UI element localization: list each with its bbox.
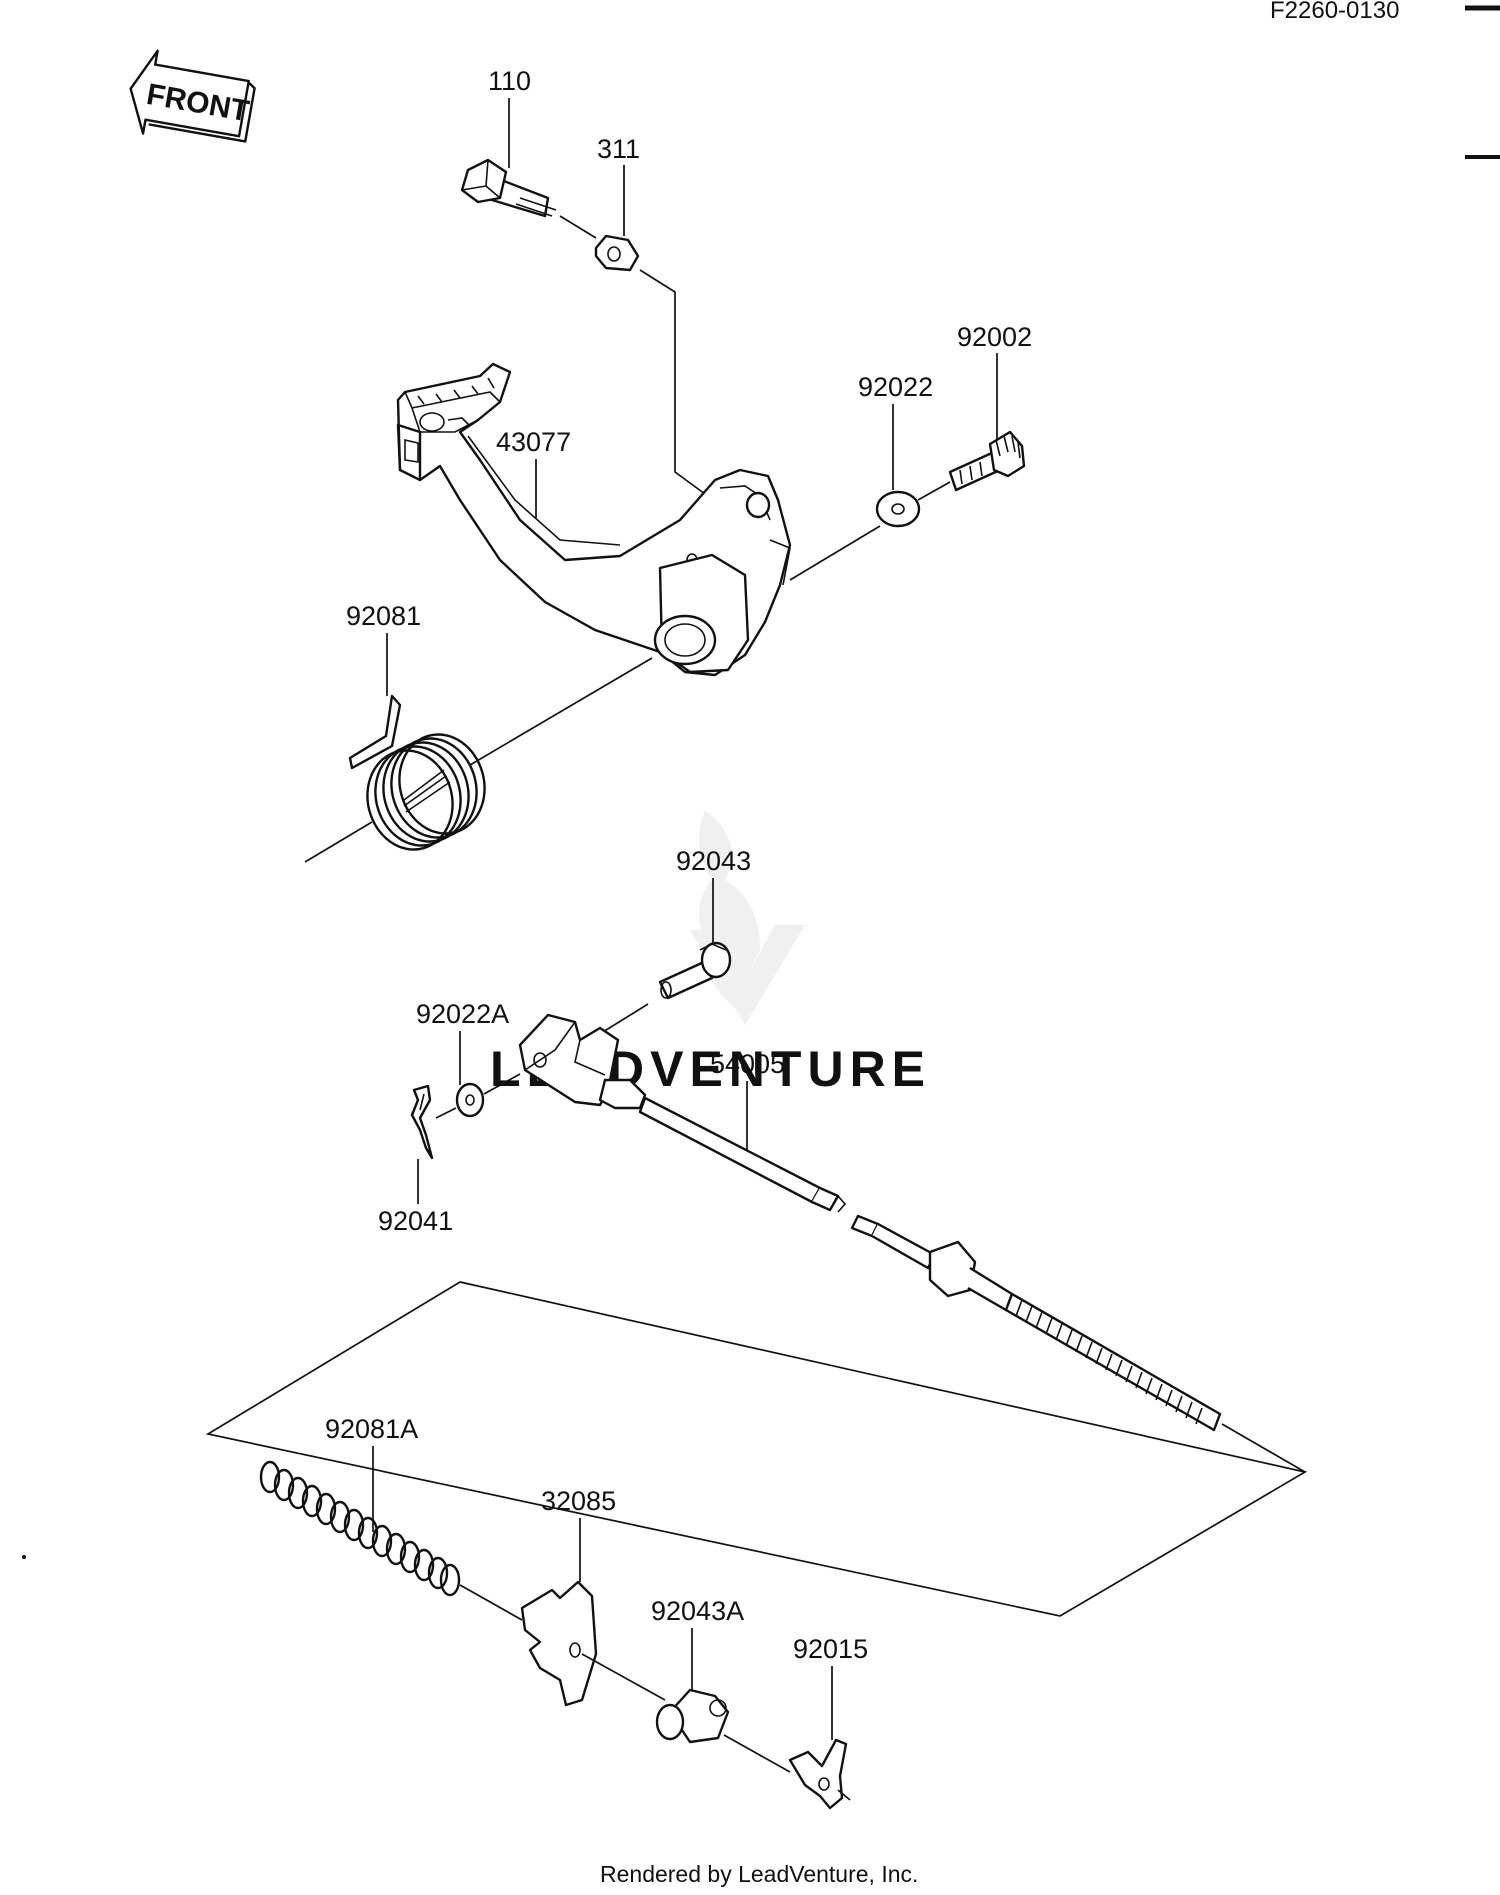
- clevis: [518, 1013, 647, 1110]
- washer-92022a: [455, 1082, 485, 1118]
- pedal-axis-right: [917, 481, 951, 501]
- brake-pedal-43077: [396, 362, 792, 677]
- wing-nut-axis: [837, 1789, 851, 1801]
- label-311: 311: [597, 134, 640, 164]
- label-54005: 54005: [710, 1049, 785, 1079]
- label-92041: 92041: [378, 1206, 453, 1236]
- label-92043a: 92043A: [651, 1596, 744, 1626]
- leader-clip-axis: [435, 1107, 457, 1119]
- label-110: 110: [488, 66, 531, 96]
- leader-nut-to-pedal: [639, 269, 706, 495]
- cotter-clip-92041: [410, 1084, 434, 1160]
- label-92081: 92081: [346, 601, 421, 631]
- washer-92022: [875, 490, 921, 528]
- wing-nut-92015: [788, 1738, 848, 1810]
- pin-axis: [723, 1734, 791, 1773]
- label-92081a: 92081A: [325, 1414, 418, 1444]
- compression-spring-92081a: [259, 1460, 461, 1597]
- clevis-pin-92043: [658, 941, 732, 1000]
- figure-code: F2260-0130: [1270, 0, 1399, 24]
- label-32085: 32085: [541, 1486, 616, 1516]
- torsion-spring-92081: [348, 694, 486, 851]
- bolt-110: [460, 158, 557, 218]
- brake-arm-32085: [520, 1580, 598, 1707]
- leader-washer-axis: [483, 1073, 521, 1095]
- label-92022a: 92022A: [416, 999, 509, 1029]
- arm-axis: [581, 1653, 666, 1701]
- joint-pin-92043a: [655, 1688, 730, 1744]
- label-92015: 92015: [793, 1634, 868, 1664]
- label-92022: 92022: [858, 372, 933, 402]
- front-marker: FRONT: [129, 49, 256, 143]
- nut-311: [594, 234, 640, 272]
- label-43077: 43077: [496, 427, 571, 457]
- label-92002: 92002: [957, 322, 1032, 352]
- spring-axis: [459, 1584, 523, 1621]
- scan-dot: [22, 1555, 26, 1559]
- rod-end-bracket-outline: [205, 1281, 1308, 1617]
- leader-bolt-to-nut: [559, 215, 597, 239]
- pedal-axis-upper: [789, 525, 881, 581]
- spring-axis-lower: [304, 821, 373, 863]
- pedal-axis-lower: [469, 657, 653, 766]
- brake-rod-54005: [638, 1096, 1222, 1432]
- bolt-92002: [948, 430, 1026, 492]
- rod-axis-end: [1221, 1423, 1306, 1473]
- footer-credit: Rendered by LeadVenture, Inc.: [600, 1861, 918, 1887]
- label-92043: 92043: [676, 846, 751, 876]
